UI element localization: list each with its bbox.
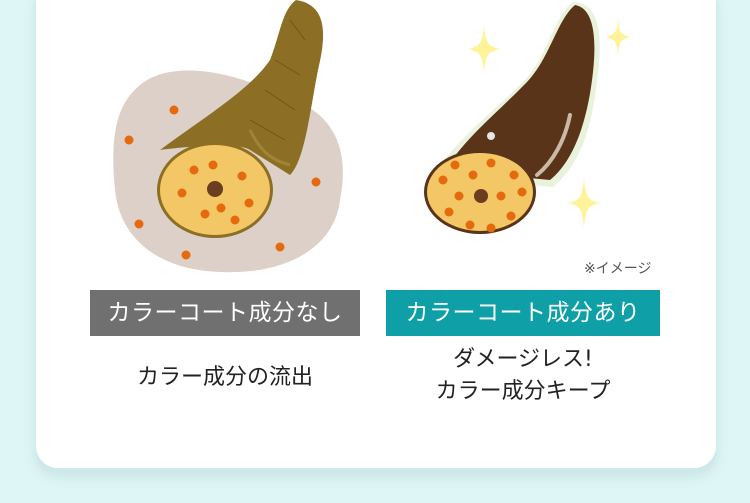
- with-coat-label: カラーコート成分あり: [386, 290, 660, 336]
- without-coat-result: カラー成分の流出: [136, 365, 313, 390]
- with-coat-result-line1: ダメージレス!: [453, 347, 593, 372]
- with-coat-result: ダメージレス! カラー成分キープ: [386, 344, 660, 408]
- with-coat-result-line2: カラー成分キープ: [435, 379, 611, 404]
- healthy-hair-illustration: [424, 2, 600, 234]
- sparkle-icon: [606, 18, 630, 56]
- sparkle-icon: [568, 178, 600, 228]
- image-note: ※イメージ: [584, 261, 652, 277]
- sparkle-icon: [468, 26, 500, 72]
- damaged-hair-illustration: [113, 0, 343, 273]
- without-coat-label: カラーコート成分なし: [90, 290, 360, 336]
